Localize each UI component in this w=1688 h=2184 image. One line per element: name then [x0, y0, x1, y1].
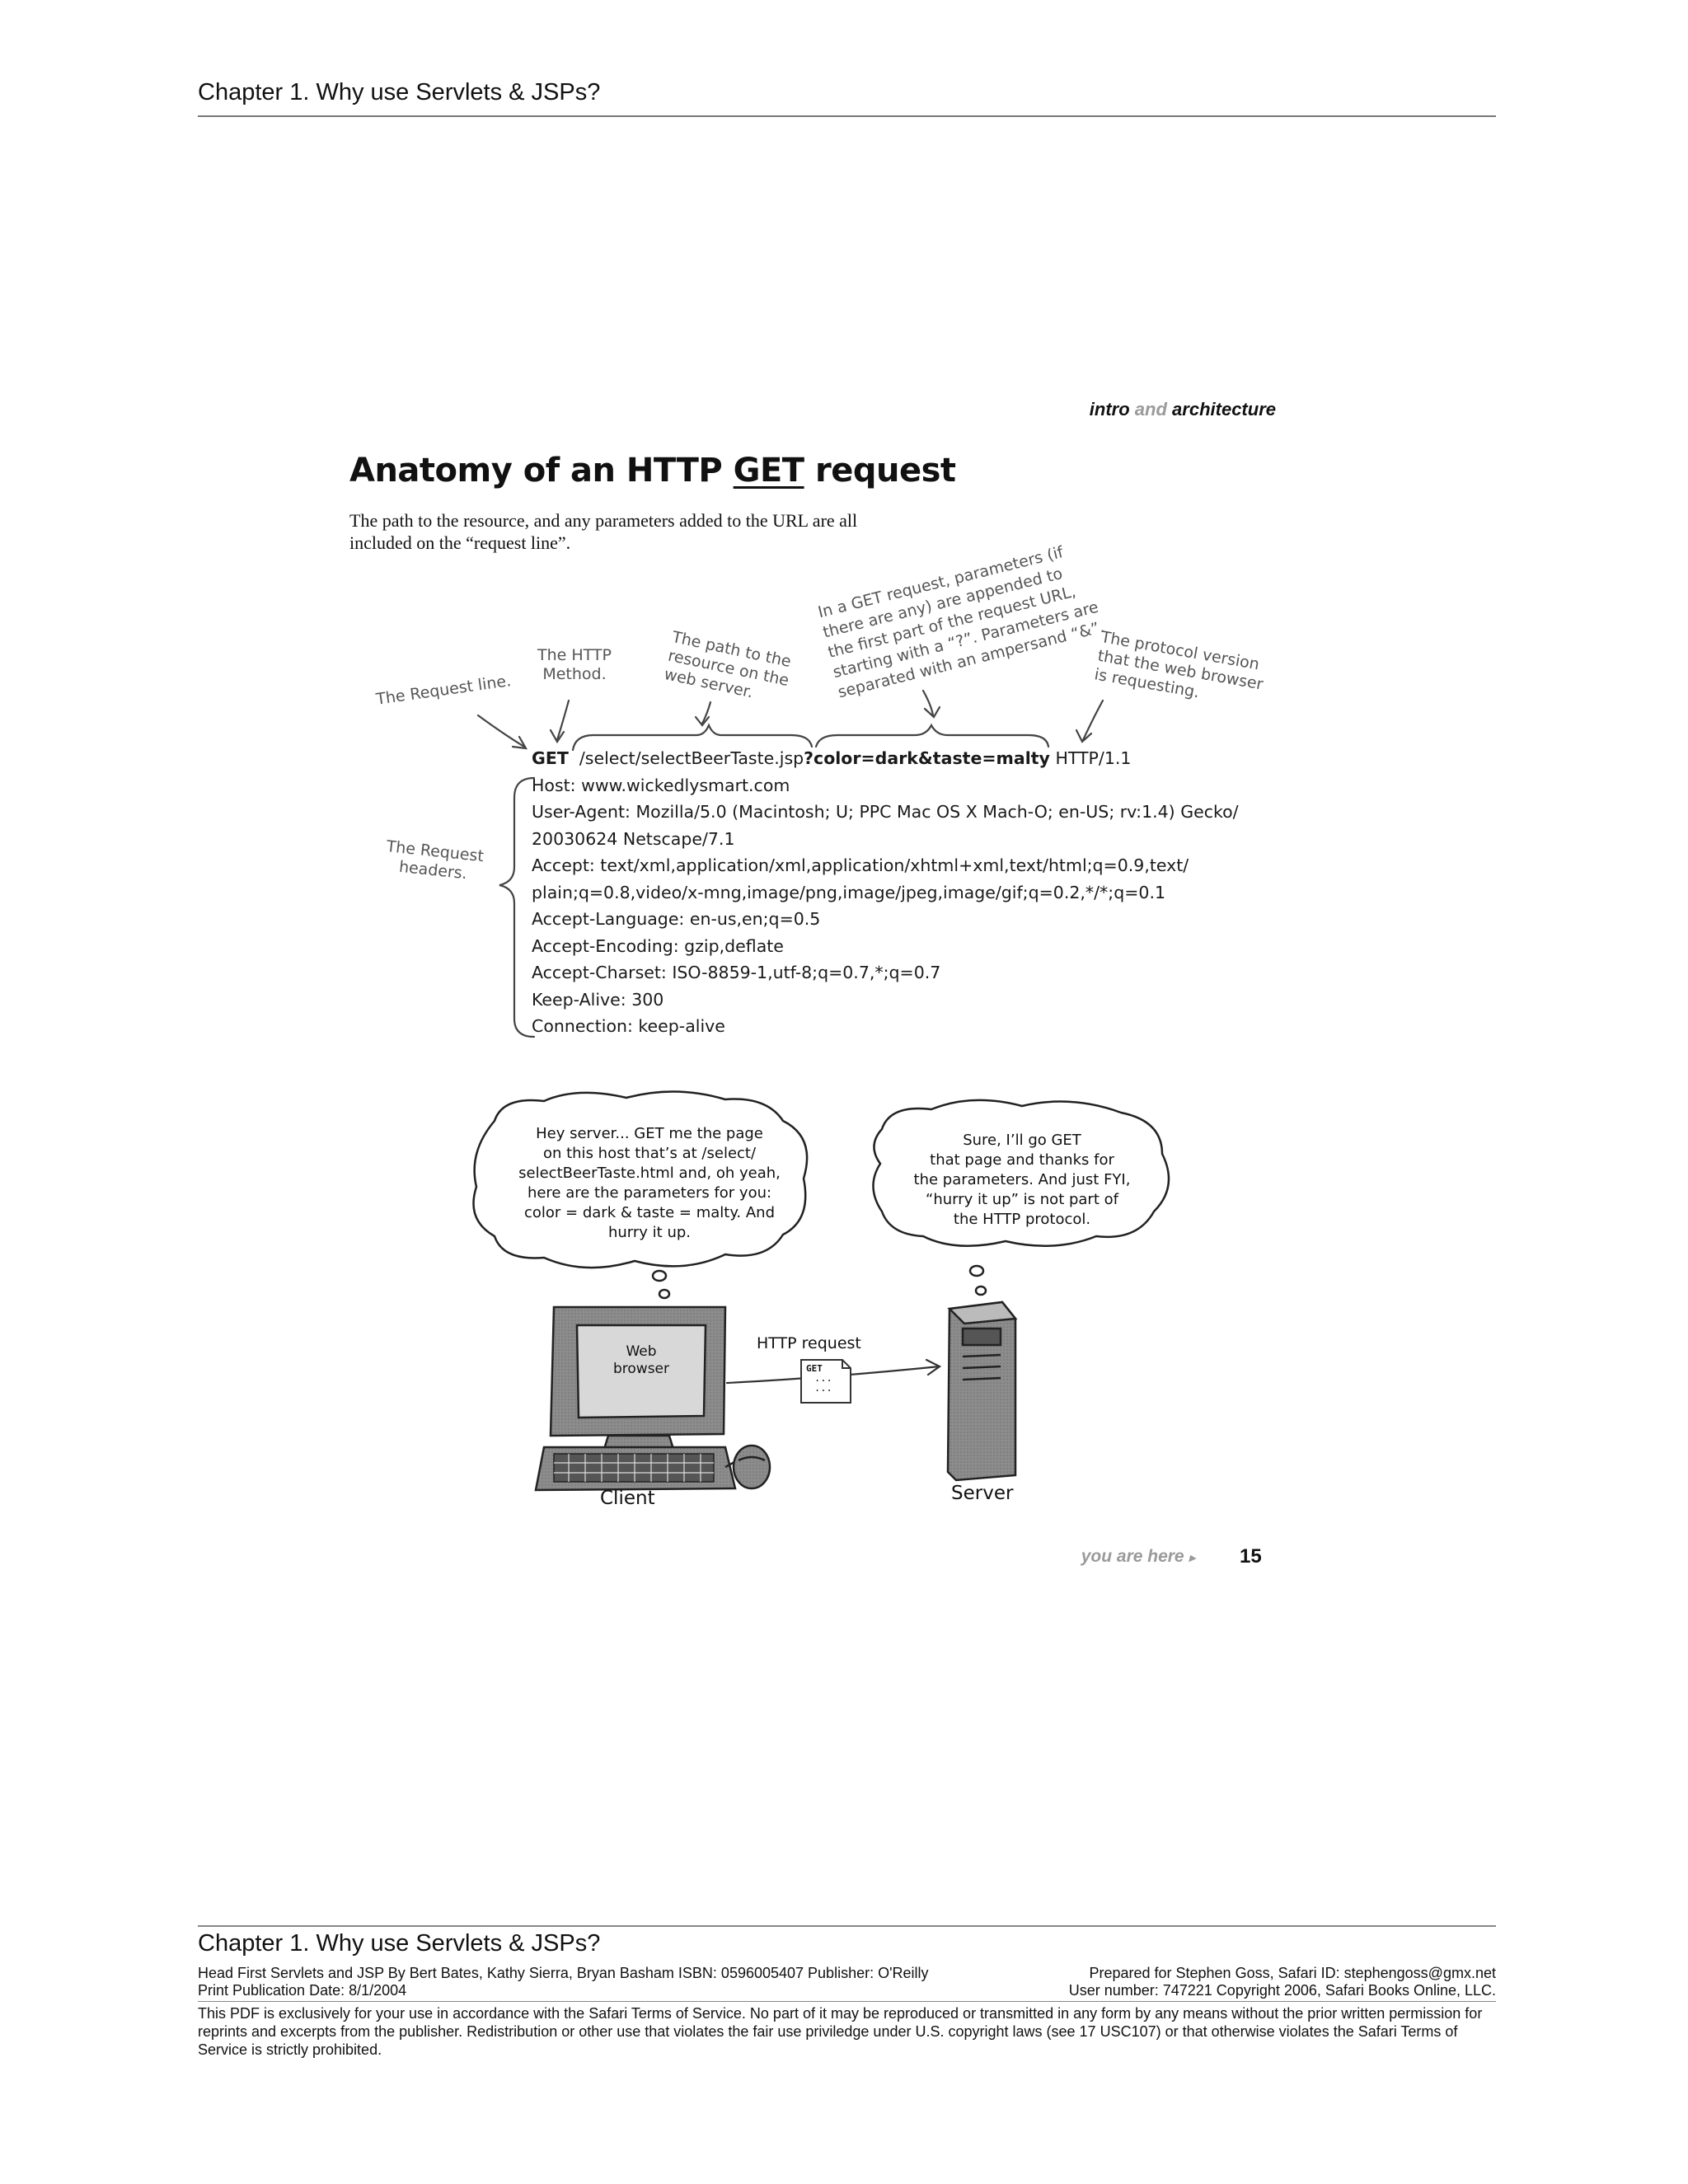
- request-header-line: Accept: text/xml,application/xml,applica…: [532, 855, 1189, 875]
- triangle-right-icon: ▸: [1189, 1551, 1195, 1565]
- server-bubble-line: that page and thanks for: [930, 1151, 1114, 1169]
- request-header-line: Accept-Encoding: gzip,deflate: [532, 935, 784, 956]
- http-request-label: HTTP request: [757, 1334, 861, 1352]
- screen-label: Web browser: [579, 1343, 704, 1378]
- note-http-method: The HTTP Method.: [537, 646, 612, 684]
- server-bubble-line: Sure, I’ll go GET: [963, 1132, 1081, 1149]
- footer-divider: [198, 1925, 1496, 1927]
- page-number: 15: [1240, 1545, 1262, 1568]
- footer-divider-2: [198, 2001, 1496, 2002]
- request-header-line: Keep-Alive: 300: [532, 989, 664, 1010]
- packet-dots-line: ...: [814, 1372, 832, 1384]
- server-bubble-line: the parameters. And just FYI,: [913, 1171, 1131, 1188]
- server-thought-bubble: [872, 1099, 1170, 1296]
- request-packet: [800, 1359, 851, 1404]
- server-bubble-line: “hurry it up” is not part of: [926, 1191, 1118, 1208]
- request-query: ?color=dark&taste=malty: [804, 748, 1050, 768]
- client-bubble-line: here are the parameters for you:: [527, 1184, 772, 1202]
- running-head-architecture: architecture: [1172, 399, 1276, 419]
- title-get: GET: [733, 452, 804, 490]
- request-header-line: Accept-Charset: ISO-8859-1,utf-8;q=0.7,*…: [532, 963, 941, 982]
- note-method-line: The HTTP: [537, 646, 612, 664]
- running-head-intro: intro: [1089, 399, 1130, 419]
- packet-label: GET: [806, 1363, 823, 1374]
- client-bubble-line: color = dark & taste = malty. And: [523, 1204, 776, 1221]
- section-running-head: intro and architecture: [1090, 399, 1276, 420]
- footer-publication-date: Print Publication Date: 8/1/2004: [198, 1982, 407, 1999]
- note-method-line: Method.: [542, 665, 607, 683]
- client-bubble-line: on this host that’s at /select/: [542, 1145, 757, 1162]
- request-path: /select/selectBeerTaste.jsp: [579, 748, 804, 768]
- request-header-line: Host: www.wickedlysmart.com: [532, 775, 790, 795]
- footer-book-info: Head First Servlets and JSP By Bert Bate…: [198, 1965, 929, 1981]
- client-thought-bubble: [472, 1090, 809, 1300]
- you-are-here: you are here ▸: [1081, 1547, 1195, 1567]
- footer-prepared-for: Prepared for Stephen Goss, Safari ID: st…: [1089, 1965, 1496, 1981]
- request-header-line: Accept-Language: en-us,en;q=0.5: [532, 909, 821, 929]
- page-subtitle: The path to the resource, and any parame…: [349, 510, 858, 553]
- screen-label-line: browser: [612, 1361, 670, 1377]
- request-version: HTTP/1.1: [1055, 748, 1132, 768]
- screen-label-line: Web: [626, 1343, 657, 1360]
- client-bubble-line: selectBeerTaste.html and, oh yeah,: [518, 1165, 781, 1182]
- server-tower: [946, 1301, 1018, 1482]
- footer-chapter: Chapter 1. Why use Servlets & JSPs?: [198, 1930, 601, 1957]
- request-header-line: 20030624 Netscape/7.1: [532, 828, 735, 849]
- client-bubble-text: Hey server... GET me the page on this ho…: [493, 1124, 806, 1243]
- request-header-line: User-Agent: Mozilla/5.0 (Macintosh; U; P…: [532, 802, 1239, 822]
- header-divider: [198, 115, 1496, 117]
- you-are-here-text: you are here: [1081, 1547, 1184, 1566]
- request-method: GET: [532, 748, 569, 768]
- footer-user-number: User number: 747221 Copyright 2006, Safa…: [1068, 1982, 1496, 1999]
- packet-dots-line: ...: [814, 1382, 832, 1394]
- footer-legal-notice: This PDF is exclusively for your use in …: [198, 2005, 1483, 2058]
- page-title: Anatomy of an HTTP GET request: [349, 452, 956, 490]
- running-head-and: and: [1134, 399, 1167, 419]
- packet-dots: ... ...: [814, 1373, 832, 1393]
- title-prefix: Anatomy of an HTTP: [349, 452, 734, 490]
- client-bubble-line: Hey server... GET me the page: [536, 1125, 763, 1142]
- server-label: Server: [951, 1483, 1014, 1504]
- server-bubble-text: Sure, I’ll go GET that page and thanks f…: [882, 1131, 1162, 1230]
- running-header-chapter: Chapter 1. Why use Servlets & JSPs?: [198, 79, 601, 105]
- client-computer: [534, 1305, 771, 1492]
- client-label: Client: [600, 1488, 655, 1509]
- title-suffix: request: [804, 452, 956, 490]
- http-request-block: GET /select/selectBeerTaste.jsp?color=da…: [532, 745, 1239, 1040]
- server-bubble-line: the HTTP protocol.: [953, 1211, 1091, 1228]
- request-header-line: Connection: keep-alive: [532, 1016, 725, 1036]
- client-bubble-line: hurry it up.: [607, 1224, 691, 1241]
- request-header-line: plain;q=0.8,video/x-mng,image/png,image/…: [532, 882, 1166, 902]
- request-line: GET /select/selectBeerTaste.jsp?color=da…: [532, 745, 1239, 772]
